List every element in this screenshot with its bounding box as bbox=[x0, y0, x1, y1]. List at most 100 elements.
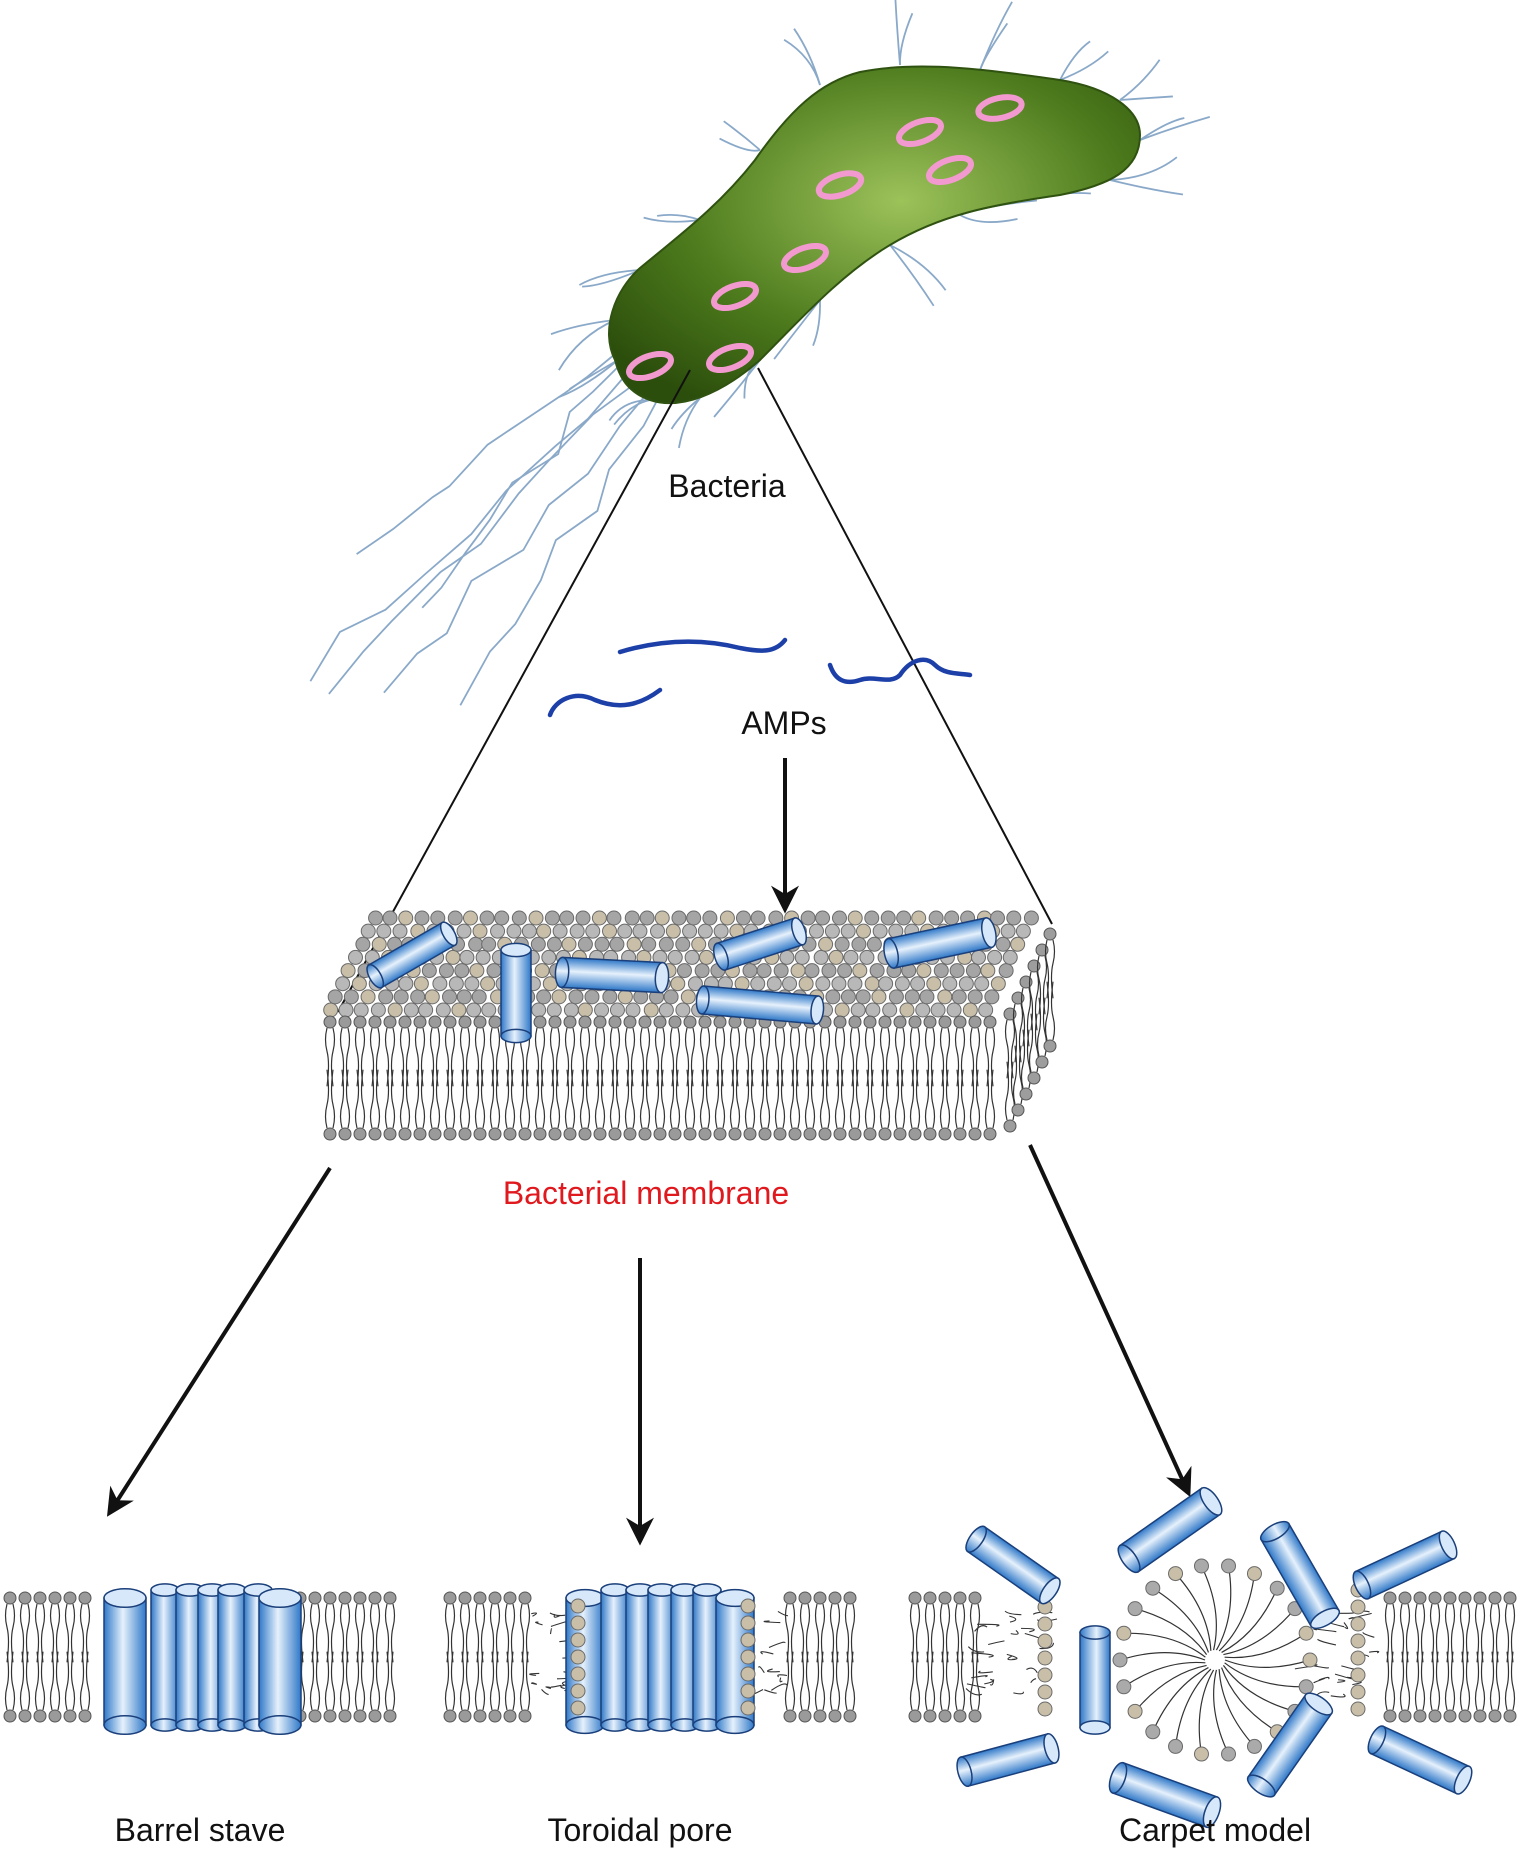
lipid bbox=[593, 1069, 607, 1141]
lipid bbox=[908, 1069, 922, 1141]
lipid bbox=[843, 1591, 857, 1663]
lipid-head bbox=[602, 923, 618, 939]
lipid-head bbox=[462, 910, 478, 926]
lipid bbox=[833, 1015, 847, 1087]
lipid bbox=[698, 1069, 712, 1141]
lipid-head bbox=[368, 910, 384, 926]
lipid-head bbox=[454, 963, 470, 979]
lipid bbox=[503, 1591, 517, 1663]
lipid-head bbox=[570, 1632, 586, 1648]
lipid-head bbox=[800, 910, 816, 926]
peptide-cylinder bbox=[103, 1588, 147, 1735]
lipid bbox=[828, 1591, 842, 1663]
lipid-head bbox=[713, 923, 729, 939]
lipid-head bbox=[735, 910, 751, 926]
lipid bbox=[488, 1651, 502, 1723]
lipid bbox=[383, 1591, 397, 1663]
lipid-head bbox=[658, 1002, 674, 1018]
flagellum bbox=[894, 0, 901, 66]
amps-label: AMPs bbox=[741, 705, 827, 741]
lipid-head bbox=[410, 989, 426, 1005]
lipid-head bbox=[625, 1002, 641, 1018]
lipid-head bbox=[866, 936, 882, 952]
lipid-head bbox=[958, 976, 974, 992]
lipid-head bbox=[393, 989, 409, 1005]
lipid bbox=[353, 1591, 367, 1663]
lipid bbox=[1488, 1651, 1502, 1723]
lipid bbox=[48, 1591, 62, 1663]
lipid-head bbox=[459, 949, 475, 965]
peptide-cylinder bbox=[600, 1583, 630, 1732]
lipid-head bbox=[327, 989, 343, 1005]
lipid bbox=[63, 1591, 77, 1663]
lipid bbox=[1443, 1651, 1457, 1723]
flagellum bbox=[812, 299, 821, 346]
lipid-head bbox=[675, 936, 691, 952]
pink-spot bbox=[896, 116, 944, 148]
lipid bbox=[458, 1591, 472, 1663]
lipid-head bbox=[591, 910, 607, 926]
lipid bbox=[458, 1015, 472, 1087]
flagellum bbox=[459, 394, 661, 706]
toroidal-pore-model bbox=[443, 1583, 857, 1735]
lipid bbox=[798, 1591, 812, 1663]
lipid-head bbox=[899, 1002, 915, 1018]
flagella bbox=[309, 0, 1211, 706]
lipid-head bbox=[1010, 936, 1026, 952]
peptide-cylinder bbox=[500, 942, 532, 1044]
lipid-head bbox=[840, 989, 856, 1005]
lipid bbox=[1488, 1591, 1502, 1663]
flagellum bbox=[356, 349, 621, 555]
lipid bbox=[353, 1069, 367, 1141]
lipid-head bbox=[340, 963, 356, 979]
lipid-head bbox=[894, 976, 910, 992]
lipid-head bbox=[641, 936, 657, 952]
lipid bbox=[368, 1591, 382, 1663]
lipid bbox=[743, 1069, 757, 1141]
lipid-head bbox=[456, 923, 472, 939]
flagellum bbox=[783, 38, 821, 86]
lipid bbox=[783, 1651, 797, 1723]
lipid bbox=[923, 1591, 937, 1663]
lipid-head bbox=[511, 910, 527, 926]
lipid-head bbox=[910, 976, 926, 992]
lipid bbox=[938, 1015, 952, 1087]
lipid bbox=[518, 1069, 532, 1141]
lipid bbox=[773, 1069, 787, 1141]
lipid-head bbox=[606, 910, 622, 926]
lipid-head bbox=[831, 910, 847, 926]
lipid-head bbox=[815, 976, 831, 992]
lipid-head bbox=[942, 976, 958, 992]
flagellum bbox=[1139, 116, 1211, 141]
lipid-head bbox=[1037, 1633, 1053, 1649]
lipid-head bbox=[585, 923, 601, 939]
lipid bbox=[383, 1015, 397, 1087]
lipid-head bbox=[919, 989, 935, 1005]
flagellum bbox=[1139, 117, 1185, 141]
lipid-head bbox=[987, 949, 1003, 965]
lipid bbox=[1473, 1651, 1487, 1723]
flagellum bbox=[979, 22, 1009, 71]
flagellum bbox=[1119, 59, 1161, 101]
lipid bbox=[308, 1591, 322, 1663]
lipid-head bbox=[675, 1002, 691, 1018]
lipid bbox=[623, 1069, 637, 1141]
lipid-head bbox=[534, 963, 550, 979]
lipid-head bbox=[486, 963, 502, 979]
lipid bbox=[413, 1015, 427, 1087]
lipid bbox=[443, 1015, 457, 1087]
peptide-cylinder bbox=[712, 917, 808, 971]
lipid bbox=[398, 1069, 412, 1141]
lipid bbox=[893, 1015, 907, 1087]
lipid-head bbox=[546, 936, 562, 952]
lipid-head bbox=[740, 1683, 756, 1699]
lipid bbox=[533, 1069, 547, 1141]
lipid bbox=[563, 1015, 577, 1087]
lipid-head bbox=[980, 963, 996, 979]
peptide-cylinder bbox=[1367, 1725, 1473, 1795]
lipid bbox=[878, 1015, 892, 1087]
lipid-head bbox=[837, 963, 853, 979]
lipid bbox=[893, 1069, 907, 1141]
lipid-head bbox=[974, 976, 990, 992]
flagellum bbox=[613, 399, 651, 426]
